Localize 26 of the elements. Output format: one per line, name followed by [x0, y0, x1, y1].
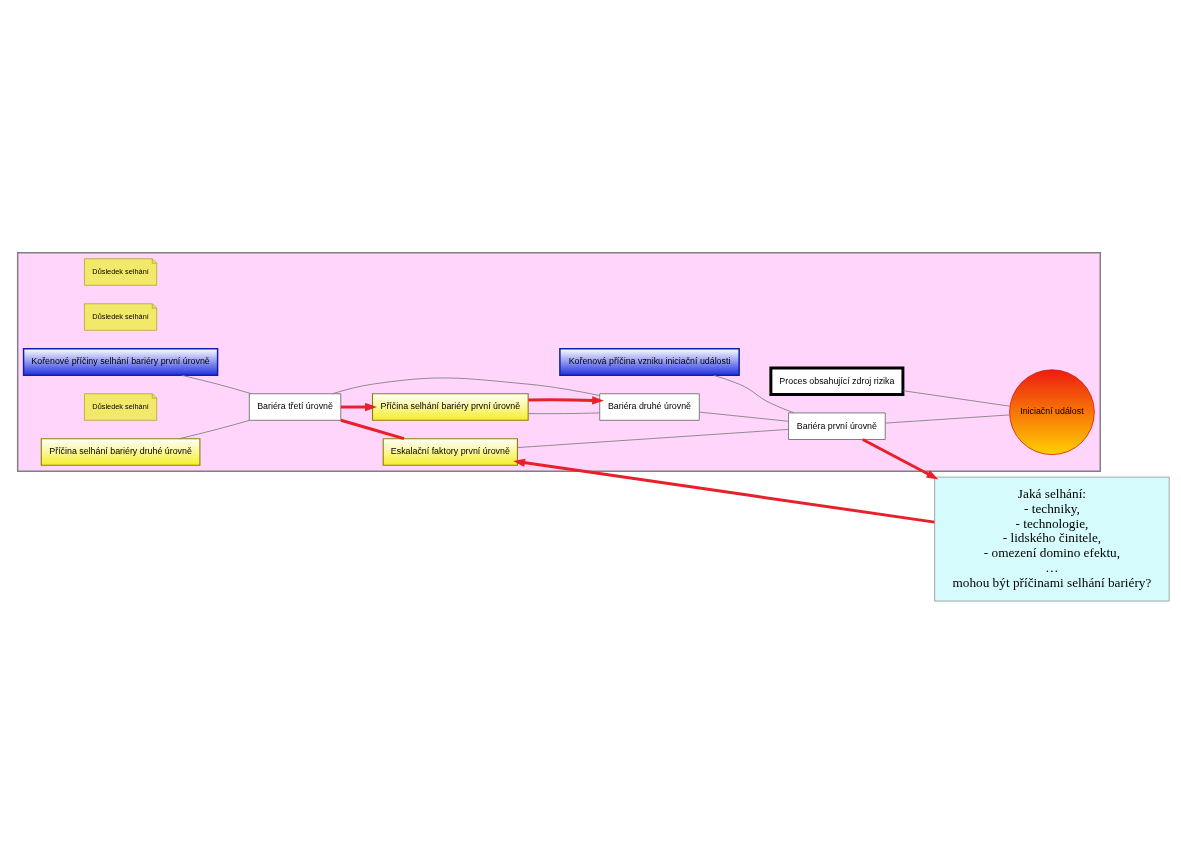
arrow — [340, 402, 377, 412]
connector — [178, 419, 251, 440]
cluster — [16, 252, 1101, 472]
node-box: Jaká selhání: - techniky, - technologie, - lidského činitele, - omezení domino efektu, … mohou být příčinami selhání bariéry? — [934, 476, 1170, 602]
connector — [698, 411, 789, 422]
node-box: Bariéra první úrovně — [788, 412, 886, 440]
node-circle: Iniciační událost — [1009, 369, 1095, 455]
connector — [332, 377, 600, 396]
connector — [181, 374, 252, 395]
connector — [713, 374, 795, 414]
node-box: Příčina selhání bariéry první úrovně — [371, 393, 529, 421]
connector — [527, 412, 600, 415]
arrow — [528, 396, 604, 405]
connector — [902, 390, 1011, 407]
node-box: Bariéra druhé úrovně — [599, 393, 700, 421]
arrow — [513, 458, 935, 524]
node-box: Kořenová příčina vzniku iniciační události — [559, 348, 740, 377]
node-box: Proces obsahující zdroj rizika — [769, 366, 905, 396]
connector — [517, 428, 789, 449]
node-box: Kořenové příčiny selhání bariéry první úrovně — [22, 348, 219, 377]
connector — [340, 418, 405, 441]
connector — [884, 414, 1010, 424]
arrow — [862, 438, 939, 480]
node-box: Příčina selhání bariéry druhé úrovně — [40, 438, 201, 466]
node-box: Bariéra třetí úrovně — [248, 393, 342, 421]
node-box: Eskalační faktory první úrovně — [382, 438, 519, 466]
